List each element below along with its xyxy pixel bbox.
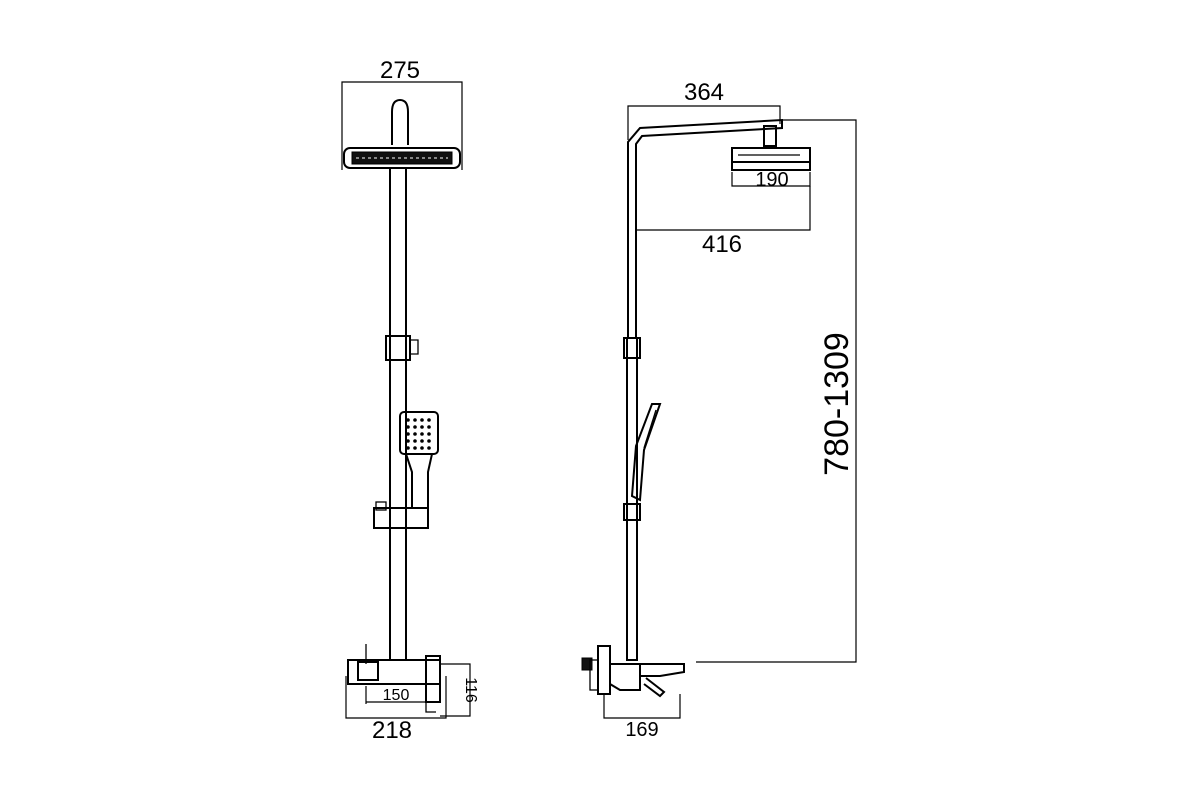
thermostatic-mixer-front [347,644,441,713]
shower-head-front [343,147,461,169]
dim-label-116: 116 [462,677,479,703]
shower-arm-front [391,98,409,145]
dim-line-116 [440,663,471,717]
dim-label-190: 190 [755,169,788,191]
hand-shower-front [399,411,439,509]
main-riser-rail-front [389,167,407,661]
dim-label-150: 150 [383,687,410,704]
dim-label-169: 169 [625,719,658,741]
main-riser-rail-side [626,337,638,661]
holder-hook-front [410,339,419,355]
dim-line-218 [345,676,447,719]
dim-label-416: 416 [702,231,742,258]
dim-label-364: 364 [684,79,724,106]
dim-line-416 [636,186,811,231]
dim-line-275 [341,81,463,170]
dim-line-190 [731,172,811,187]
hand-shower-side [630,403,662,502]
head-connector-side [763,125,777,147]
thermostatic-mixer-side [581,645,685,698]
shower-head-side [731,147,811,171]
dim-label-218: 218 [372,717,412,744]
dim-line-169 [603,694,681,719]
side-view: 364 190 416 [581,79,857,741]
rail-joint-side [623,337,641,359]
overhead-arm-side [627,118,783,338]
slider-holder-front [373,507,429,529]
slider-holder-side [623,503,641,521]
dim-line-780-1309 [696,119,857,663]
dim-label-275: 275 [380,57,420,84]
dim-label-780-1309: 780-1309 [818,332,856,476]
front-view: 275 [341,57,479,744]
rail-joint-upper-front [385,335,411,361]
dim-line-364 [627,105,781,140]
